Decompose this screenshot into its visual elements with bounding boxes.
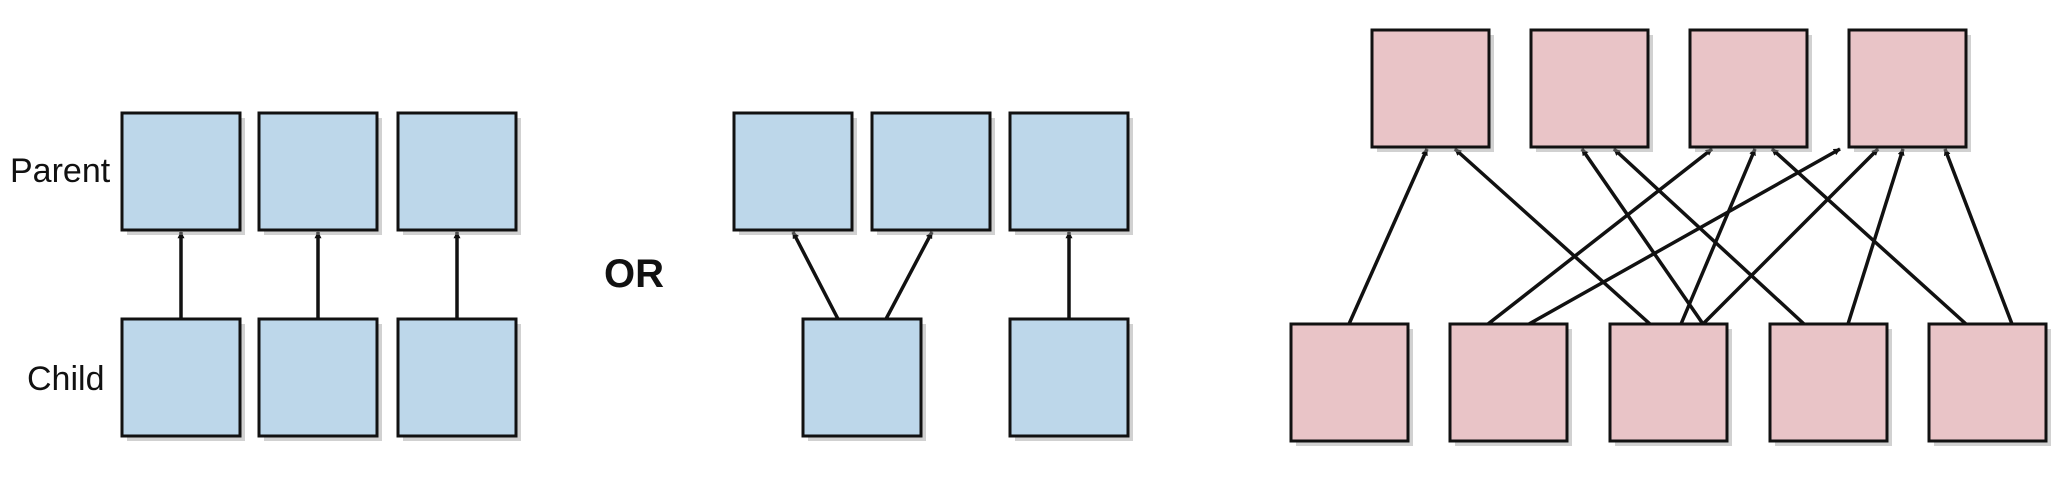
one-to-one-parent-box-1 [120, 111, 242, 232]
one-to-many-parent-box-1 [732, 111, 854, 232]
many-to-many-arrow-11 [1943, 148, 2014, 325]
many-to-many-parent-box-4 [1847, 28, 1968, 149]
or-separator: OR [604, 252, 664, 296]
one-to-one-child-box-3 [396, 317, 518, 438]
one-to-many-child-box-2 [1008, 317, 1130, 438]
many-to-many-arrow-1 [1347, 148, 1429, 325]
many-to-many-arrow-9 [1701, 147, 1880, 326]
many-to-many-parent-box-1 [1370, 28, 1491, 149]
many-to-many-child-box-3 [1608, 322, 1729, 443]
one-to-many-arrow-2 [884, 231, 934, 320]
many-to-many-child-box-4 [1768, 322, 1889, 443]
one-to-many-arrow-1 [791, 231, 840, 320]
parent-row-label: Parent [10, 152, 111, 190]
many-to-many-parent-box-3 [1688, 28, 1809, 149]
many-to-many-arrow-3 [1486, 147, 1714, 326]
one-to-one-parent-box-2 [257, 111, 379, 232]
many-to-many-parent-box-2 [1529, 28, 1650, 149]
one-to-one-parent-box-3 [396, 111, 518, 232]
one-to-many-child-box-1 [801, 317, 923, 438]
many-to-many-arrow-8 [1770, 147, 1968, 326]
many-to-many-arrow-6 [1679, 148, 1757, 325]
entity-boxes [120, 28, 2051, 446]
one-to-one-child-box-2 [257, 317, 379, 438]
arrow-links [177, 147, 2014, 326]
many-to-many-arrow-7 [1846, 148, 1905, 325]
many-to-many-child-box-1 [1289, 322, 1410, 443]
many-to-many-arrow-2 [1453, 147, 1652, 326]
many-to-many-arrow-10 [1528, 147, 1841, 326]
child-row-label: Child [27, 360, 104, 398]
many-to-many-child-box-2 [1448, 322, 1569, 443]
one-to-many-parent-box-2 [870, 111, 992, 232]
one-to-many-parent-box-3 [1008, 111, 1130, 232]
one-to-one-child-box-1 [120, 317, 242, 438]
many-to-many-arrow-4 [1580, 148, 1705, 325]
many-to-many-child-box-5 [1927, 322, 2048, 443]
many-to-many-arrow-5 [1612, 147, 1806, 326]
